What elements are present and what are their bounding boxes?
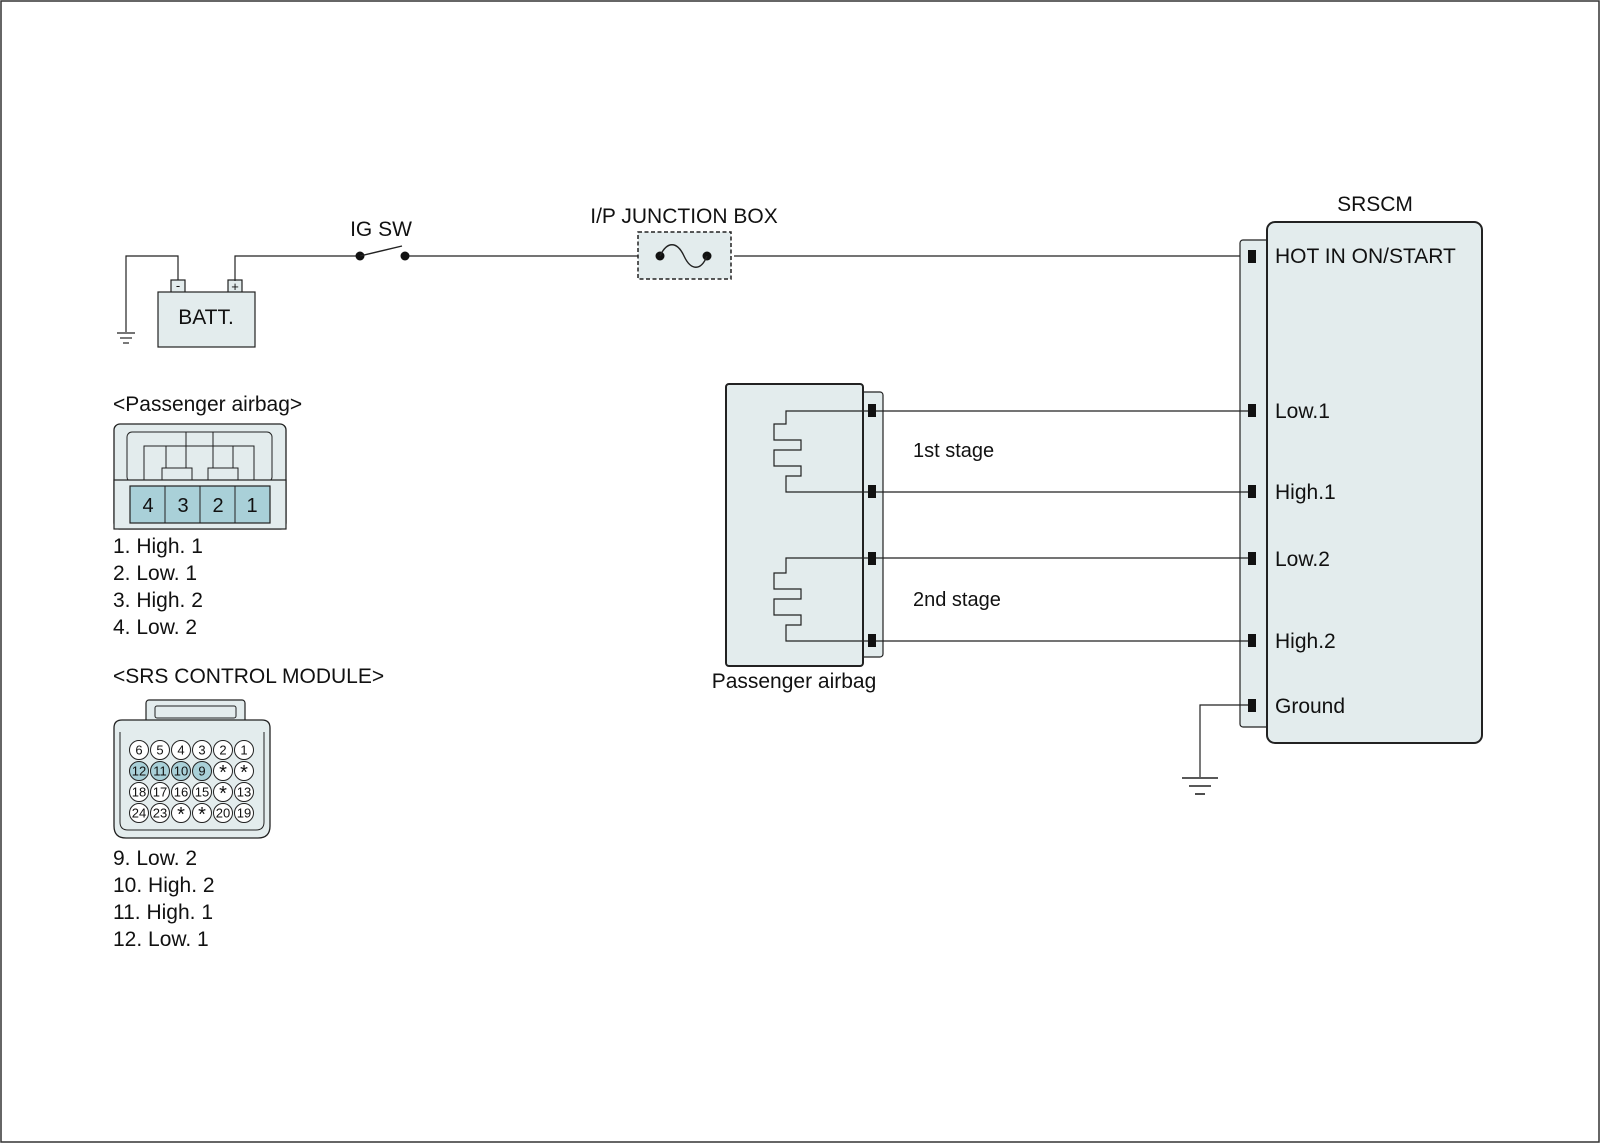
srs-pin-number: 17: [153, 785, 167, 800]
srs-pin-desc: 11. High. 1: [113, 901, 213, 924]
srs-pin-desc: 9. Low. 2: [113, 847, 197, 870]
srs-pin-number: 12: [132, 764, 146, 779]
srscm-pin-hot: HOT IN ON/START: [1275, 245, 1456, 268]
srs-pin-desc: 10. High. 2: [113, 874, 215, 897]
srs-pin-number: 3: [198, 743, 205, 758]
ignition-switch-icon: [355, 245, 410, 261]
squib-stage1-icon: [773, 410, 872, 493]
srs-pin-number: *: [219, 783, 227, 805]
srs-pin-number: *: [177, 804, 185, 826]
srs-pin-circle: [150, 803, 170, 823]
srs-pin-circle: [234, 761, 254, 781]
chassis-ground-icon: [117, 332, 135, 344]
srs-pin-circle: [150, 740, 170, 760]
passenger-connector-icon: [113, 423, 287, 530]
srs-pin-circle: [150, 761, 170, 781]
battery: - + BATT.: [157, 278, 256, 348]
passenger-pin-number: 4: [142, 495, 153, 517]
srs-pin-number: *: [198, 804, 206, 826]
srscm-connector-strip: [1239, 239, 1270, 728]
srs-pin-circle: [213, 740, 233, 760]
srs-pin-circle: [150, 782, 170, 802]
battery-body: [157, 291, 256, 348]
srs-pin-circle: [192, 782, 212, 802]
srscm-body: [1266, 221, 1483, 744]
srscm-terminals: [1248, 250, 1256, 712]
srs-pin-number: 11: [153, 764, 167, 779]
srs-pin-circle: [192, 803, 212, 823]
srs-pin-circle: [192, 761, 212, 781]
srscm-pin-low1: Low.1: [1275, 400, 1330, 423]
srs-connector-heading: <SRS CONTROL MODULE>: [113, 665, 384, 688]
srscm-pin-low2: Low.2: [1275, 548, 1330, 571]
battery-minus-label: -: [176, 278, 180, 293]
main-power-wire: [234, 255, 360, 281]
passenger-pin-desc: 3. High. 2: [113, 589, 203, 612]
srscm-pin-high2: High.2: [1275, 630, 1336, 653]
srs-pin-circle: [171, 803, 191, 823]
srs-pin-circle: [129, 782, 149, 802]
srs-pin-number: 13: [237, 785, 251, 800]
srs-pin-number: 6: [135, 743, 142, 758]
airbag-terminals: [868, 404, 876, 647]
passenger-pin-desc: 4. Low. 2: [113, 616, 197, 639]
battery-label: BATT.: [178, 306, 234, 329]
srs-pin-desc: 12. Low. 1: [113, 928, 209, 951]
srscm-pin-high1: High.1: [1275, 481, 1336, 504]
junction-box-label: I/P JUNCTION BOX: [590, 205, 777, 228]
srs-pin-number: 23: [153, 806, 167, 821]
srs-pin-number: 18: [132, 785, 146, 800]
srs-pin-number: *: [219, 762, 227, 784]
srs-pin-number: 24: [132, 806, 146, 821]
srs-pin-circle: [192, 740, 212, 760]
srs-pin-circle: [213, 803, 233, 823]
srs-pin-circle: [129, 740, 149, 760]
srs-pin-circle: [234, 803, 254, 823]
passenger-pin-number: 1: [246, 495, 257, 517]
srscm-pin-ground: Ground: [1275, 695, 1345, 718]
srs-pin-number: 4: [177, 743, 184, 758]
srscm-ground-wire: [1199, 704, 1248, 777]
srs-pin-number: 10: [174, 764, 188, 779]
ground-icon: [1182, 777, 1218, 795]
battery-ground-wire: [125, 255, 179, 332]
srs-pin-circle: [213, 782, 233, 802]
srs-pin-number: 5: [156, 743, 163, 758]
airbag-module-body: [725, 383, 864, 667]
squib-stage2-icon: [773, 557, 872, 642]
srs-pin-number: 9: [198, 764, 205, 779]
passenger-pin-number: 3: [177, 495, 188, 517]
passenger-pin-number: 2: [212, 495, 223, 517]
battery-plus-label: +: [231, 279, 239, 294]
srs-pin-number: 15: [195, 785, 209, 800]
airbag-wires: [876, 410, 1248, 642]
stage1-label: 1st stage: [913, 440, 994, 462]
srs-pin-number: *: [240, 762, 248, 784]
srs-pin-circle: [213, 761, 233, 781]
srs-pin-number: 19: [237, 806, 251, 821]
srs-pin-number: 1: [240, 743, 247, 758]
srs-pin-circle: [129, 761, 149, 781]
srs-pin-circle: [234, 740, 254, 760]
passenger-connector-heading: <Passenger airbag>: [113, 393, 302, 416]
srscm-title: SRSCM: [1337, 193, 1413, 216]
ig-switch-label: IG SW: [350, 218, 412, 241]
srs-pin-number: 2: [219, 743, 226, 758]
srs-pin-circle: [234, 782, 254, 802]
stage2-label: 2nd stage: [913, 589, 1001, 611]
srs-pin-number: 20: [216, 806, 230, 821]
srs-pin-circle: [171, 740, 191, 760]
srs-pin-number: 16: [174, 785, 188, 800]
srs-pin-circle: [171, 761, 191, 781]
airbag-module-label: Passenger airbag: [712, 670, 877, 693]
srs-pin-circle: [171, 782, 191, 802]
fuse-icon: [655, 244, 712, 268]
srs-pin-circle: [129, 803, 149, 823]
passenger-pin-desc: 2. Low. 1: [113, 562, 197, 585]
passenger-pin-desc: 1. High. 1: [113, 535, 203, 558]
